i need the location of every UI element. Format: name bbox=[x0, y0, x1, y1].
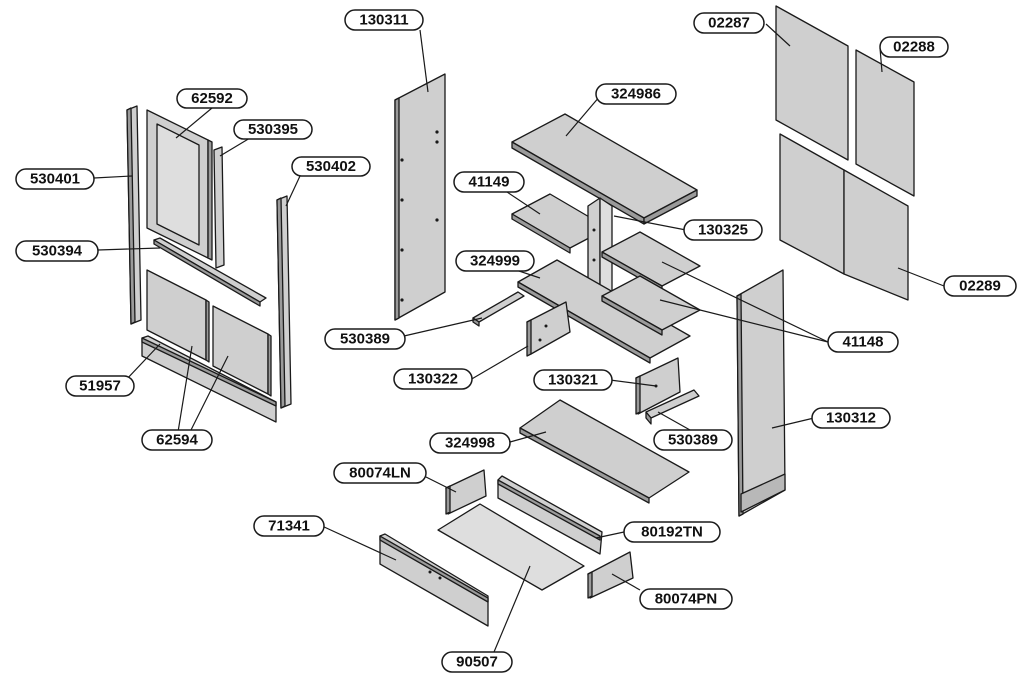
label-530389-a: 530389 bbox=[324, 328, 406, 350]
part-02287-back-panel bbox=[775, 5, 849, 161]
label-530402: 530402 bbox=[291, 156, 371, 177]
svg-text:71341: 71341 bbox=[268, 518, 310, 535]
label-62594: 62594 bbox=[141, 429, 213, 451]
part-530394-rail bbox=[153, 237, 267, 307]
part-71341-drawer-front bbox=[379, 533, 489, 627]
label-02289: 02289 bbox=[943, 275, 1017, 297]
svg-text:130322: 130322 bbox=[408, 371, 458, 388]
label-130322: 130322 bbox=[393, 368, 473, 390]
part-530389-cleat-a bbox=[472, 291, 525, 327]
label-530394: 530394 bbox=[15, 240, 99, 262]
svg-text:80192TN: 80192TN bbox=[641, 524, 703, 541]
label-130321: 130321 bbox=[533, 369, 613, 391]
svg-text:530401: 530401 bbox=[30, 171, 80, 188]
leader-lines bbox=[93, 23, 945, 653]
part-130322-small-panel bbox=[526, 301, 571, 357]
label-51957: 51957 bbox=[65, 375, 135, 397]
svg-text:41149: 41149 bbox=[469, 174, 510, 191]
svg-text:530402: 530402 bbox=[306, 158, 356, 175]
part-90507-drawer-bottom bbox=[437, 503, 585, 591]
part-130321-small-panel bbox=[635, 357, 681, 415]
svg-text:62594: 62594 bbox=[156, 432, 198, 449]
part-80192TN-drawer-back bbox=[497, 475, 603, 555]
svg-text:80074LN: 80074LN bbox=[349, 465, 411, 482]
part-530402-stile bbox=[276, 195, 292, 409]
part-530389-cleat-b bbox=[645, 389, 700, 425]
part-324998-bottom bbox=[519, 399, 690, 504]
svg-text:130312: 130312 bbox=[826, 410, 876, 427]
part-62592-upper-door bbox=[146, 109, 213, 261]
svg-text:51957: 51957 bbox=[79, 378, 121, 395]
svg-text:530389: 530389 bbox=[340, 331, 390, 348]
label-90507: 90507 bbox=[441, 651, 513, 673]
svg-text:62592: 62592 bbox=[191, 90, 233, 107]
part-130311-side-panel bbox=[394, 73, 446, 321]
part-530401-stile bbox=[126, 105, 142, 325]
label-324998: 324998 bbox=[429, 432, 511, 454]
svg-text:324999: 324999 bbox=[470, 253, 520, 270]
label-80074LN: 80074LN bbox=[333, 462, 427, 484]
svg-text:530395: 530395 bbox=[248, 121, 298, 138]
label-80192TN: 80192TN bbox=[623, 521, 721, 543]
label-02288: 02288 bbox=[879, 36, 949, 58]
part-80074LN-drawer-side bbox=[445, 469, 487, 515]
part-530395-strip bbox=[213, 146, 225, 269]
svg-text:530389: 530389 bbox=[668, 432, 718, 449]
label-80074PN: 80074PN bbox=[639, 588, 733, 610]
label-130312: 130312 bbox=[811, 407, 891, 429]
label-71341: 71341 bbox=[253, 515, 325, 537]
part-130312-side-panel bbox=[736, 269, 786, 517]
label-130311: 130311 bbox=[344, 9, 424, 31]
svg-text:02287: 02287 bbox=[708, 15, 750, 32]
part-02288-back-panel bbox=[855, 49, 915, 197]
svg-text:02289: 02289 bbox=[959, 278, 1001, 295]
label-530389-b: 530389 bbox=[653, 429, 733, 451]
part-62594-panel-left bbox=[146, 269, 210, 363]
label-324999: 324999 bbox=[455, 250, 535, 272]
svg-text:324998: 324998 bbox=[445, 435, 495, 452]
svg-text:130321: 130321 bbox=[548, 372, 598, 389]
svg-text:130311: 130311 bbox=[359, 12, 408, 29]
label-62592: 62592 bbox=[176, 88, 248, 109]
svg-text:02288: 02288 bbox=[893, 39, 935, 56]
label-130325: 130325 bbox=[683, 219, 763, 241]
svg-text:130325: 130325 bbox=[698, 222, 748, 239]
part-80074PN-drawer-side bbox=[587, 551, 634, 599]
label-530401: 530401 bbox=[15, 168, 95, 190]
svg-text:41148: 41148 bbox=[843, 334, 884, 351]
svg-text:324986: 324986 bbox=[611, 86, 661, 103]
label-41148: 41148 bbox=[827, 331, 899, 353]
part-62594-panel-right bbox=[212, 305, 272, 397]
part-02289-back-panel bbox=[779, 133, 909, 301]
label-41149: 41149 bbox=[453, 171, 525, 193]
part-324986-top bbox=[511, 113, 698, 225]
svg-text:90507: 90507 bbox=[456, 654, 498, 671]
label-02287: 02287 bbox=[693, 12, 765, 34]
svg-text:530394: 530394 bbox=[32, 243, 83, 260]
label-324986: 324986 bbox=[595, 83, 677, 105]
part-324999-shelf bbox=[517, 259, 691, 364]
part-51957-plinth bbox=[141, 335, 277, 423]
svg-text:80074PN: 80074PN bbox=[655, 591, 718, 608]
label-530395: 530395 bbox=[233, 119, 313, 140]
